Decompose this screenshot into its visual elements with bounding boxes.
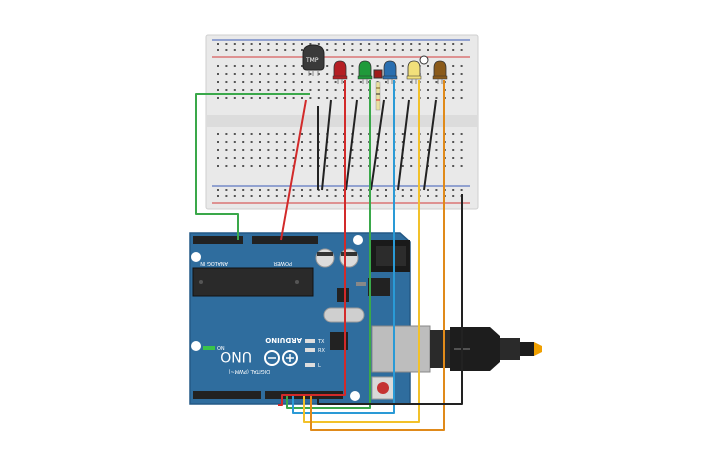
led — [406, 60, 422, 84]
wire — [423, 99, 437, 191]
rx-label: RX — [318, 348, 325, 354]
capacitor — [339, 248, 359, 268]
wire — [195, 93, 310, 240]
wire — [397, 99, 410, 191]
analog-header — [193, 236, 243, 244]
wire — [370, 99, 385, 191]
led — [332, 60, 348, 84]
brand-label: ARDUINO — [265, 336, 302, 344]
led — [432, 60, 448, 84]
mount-hole — [191, 252, 201, 262]
led — [382, 60, 398, 84]
tx-label: TX — [317, 339, 325, 345]
digital-header-label: DIGITAL (PWM~) — [228, 368, 270, 374]
usb-port — [371, 325, 431, 373]
usb-plug-icon — [430, 327, 542, 371]
mount-hole — [191, 341, 201, 351]
sensor-label: TMP — [305, 57, 319, 64]
arduino-logo-icon — [264, 350, 298, 366]
digital-header-left — [193, 391, 261, 399]
temperature-sensor: TMP — [302, 44, 325, 76]
probe-marker — [419, 55, 429, 65]
wire — [292, 80, 395, 414]
wire — [278, 80, 346, 406]
resistor-icon — [373, 69, 383, 111]
on-label: ON — [217, 346, 225, 352]
wire — [321, 99, 332, 191]
wire — [286, 80, 371, 409]
wire — [280, 99, 307, 241]
power-header — [252, 236, 318, 244]
led — [357, 60, 373, 84]
wire — [303, 80, 420, 423]
mount-hole — [350, 391, 360, 401]
wire — [345, 99, 358, 191]
analog-header-label: ANALOG IN — [200, 260, 228, 266]
power-header-label: POWER — [273, 260, 292, 266]
model-label: UNO — [220, 348, 252, 364]
atmega-chip-icon — [192, 267, 314, 297]
mount-hole — [353, 235, 363, 245]
wire — [310, 80, 445, 431]
wire — [317, 194, 463, 405]
l-label: L — [318, 363, 321, 369]
capacitor — [315, 248, 335, 268]
voltage-regulator — [368, 278, 390, 296]
wires — [195, 80, 463, 431]
arduino-uno: ANALOG IN POWER DIGITAL (PWM~) TX — [189, 232, 431, 405]
